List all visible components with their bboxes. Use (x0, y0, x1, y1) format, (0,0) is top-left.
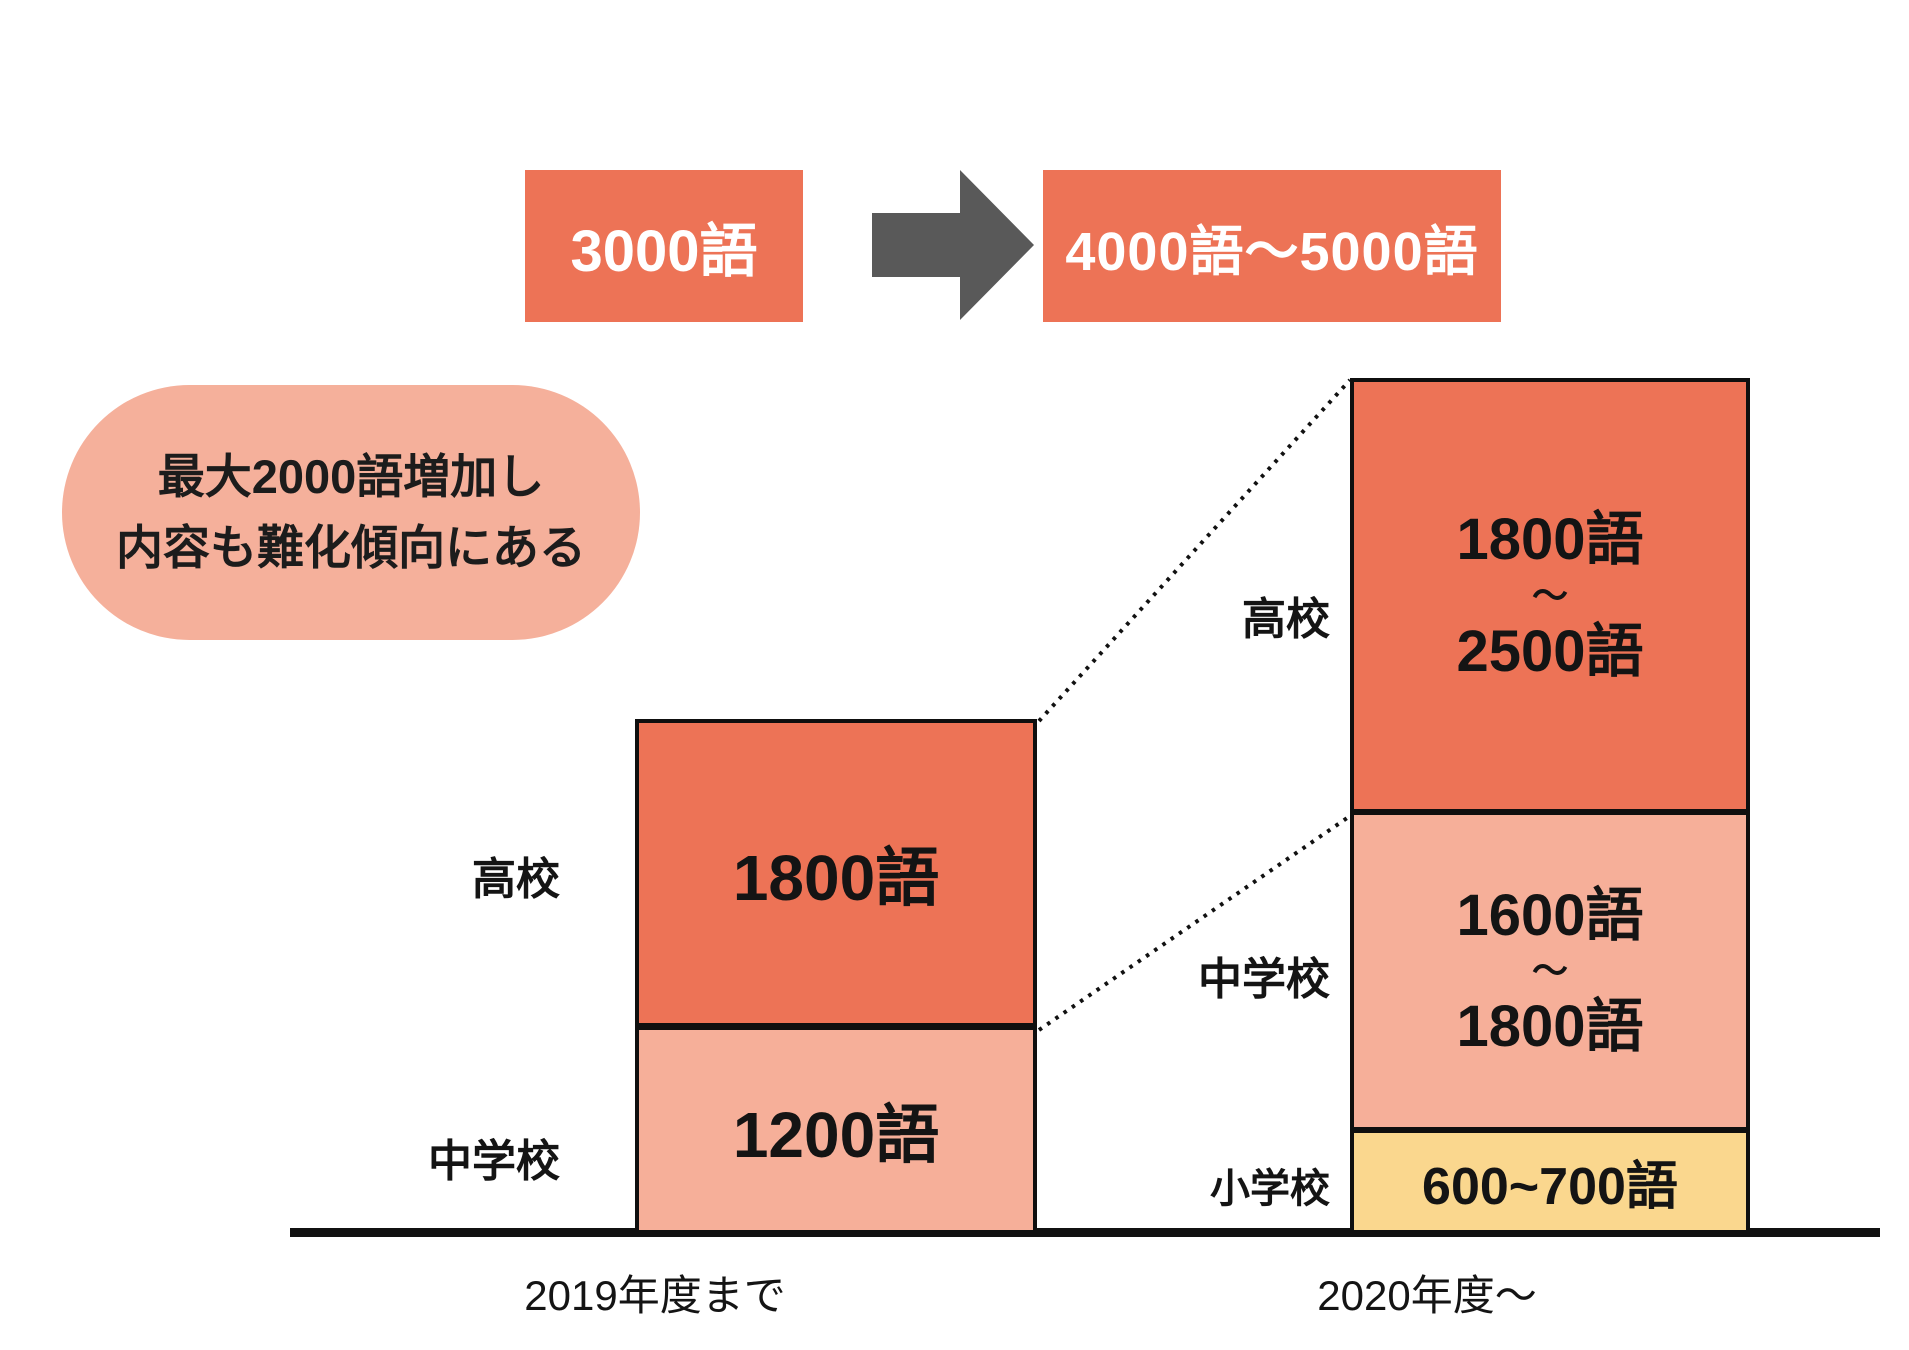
segment-value: 1800語 (732, 842, 940, 914)
axis-label-2019: 2019年度まで (524, 1272, 786, 1319)
segment-value: 1200語 (732, 1099, 940, 1171)
label-elementary-2020: 小学校 (1210, 1167, 1330, 1211)
segment-value: 600~700語 (1422, 1158, 1678, 1216)
annotation-bubble: 最大2000語増加し 内容も難化傾向にある (62, 385, 640, 640)
segment-divider (1354, 1127, 1746, 1133)
segment-juniorhigh-2020: 1600語 ～ 1800語 (1354, 815, 1746, 1127)
dotted-connector-top (1037, 378, 1352, 723)
arrow-right-icon (872, 170, 1034, 320)
stacked-bar-2020: 1800語 ～ 2500語 1600語 ～ 1800語 600~700語 (1350, 378, 1750, 1230)
segment-highschool-2020: 1800語 ～ 2500語 (1354, 382, 1746, 809)
range-tilde: ～ (1531, 950, 1568, 991)
segment-value-from: 1600語 (1456, 882, 1644, 948)
segment-value-from: 1800語 (1456, 507, 1644, 573)
total-after-box: 4000語～5000語 (1043, 170, 1501, 322)
range-tilde: ～ (1531, 574, 1568, 616)
label-highschool-2020: 高校 (1242, 595, 1330, 644)
label-highschool-2019: 高校 (472, 855, 560, 904)
x-axis-line (290, 1228, 1880, 1237)
segment-divider (639, 1023, 1033, 1030)
total-before-label: 3000語 (570, 219, 758, 284)
axis-label-2020: 2020年度～ (1317, 1272, 1537, 1319)
segment-value-to: 1800語 (1456, 994, 1644, 1059)
stacked-bar-2019: 1800語 1200語 (635, 719, 1037, 1230)
total-after-label: 4000語～5000語 (1065, 221, 1479, 282)
label-juniorhigh-2019: 中学校 (428, 1137, 560, 1186)
segment-value-to: 2500語 (1456, 618, 1644, 684)
annotation-line-1: 最大2000語増加し (157, 450, 545, 504)
segment-highschool-2019: 1800語 (639, 723, 1033, 1023)
annotation-line-2: 内容も難化傾向にある (116, 520, 586, 574)
segment-elementary-2020: 600~700語 (1354, 1133, 1746, 1230)
segment-divider (1354, 809, 1746, 815)
total-before-box: 3000語 (525, 170, 803, 322)
label-juniorhigh-2020: 中学校 (1198, 955, 1330, 1004)
segment-juniorhigh-2019: 1200語 (639, 1030, 1033, 1230)
